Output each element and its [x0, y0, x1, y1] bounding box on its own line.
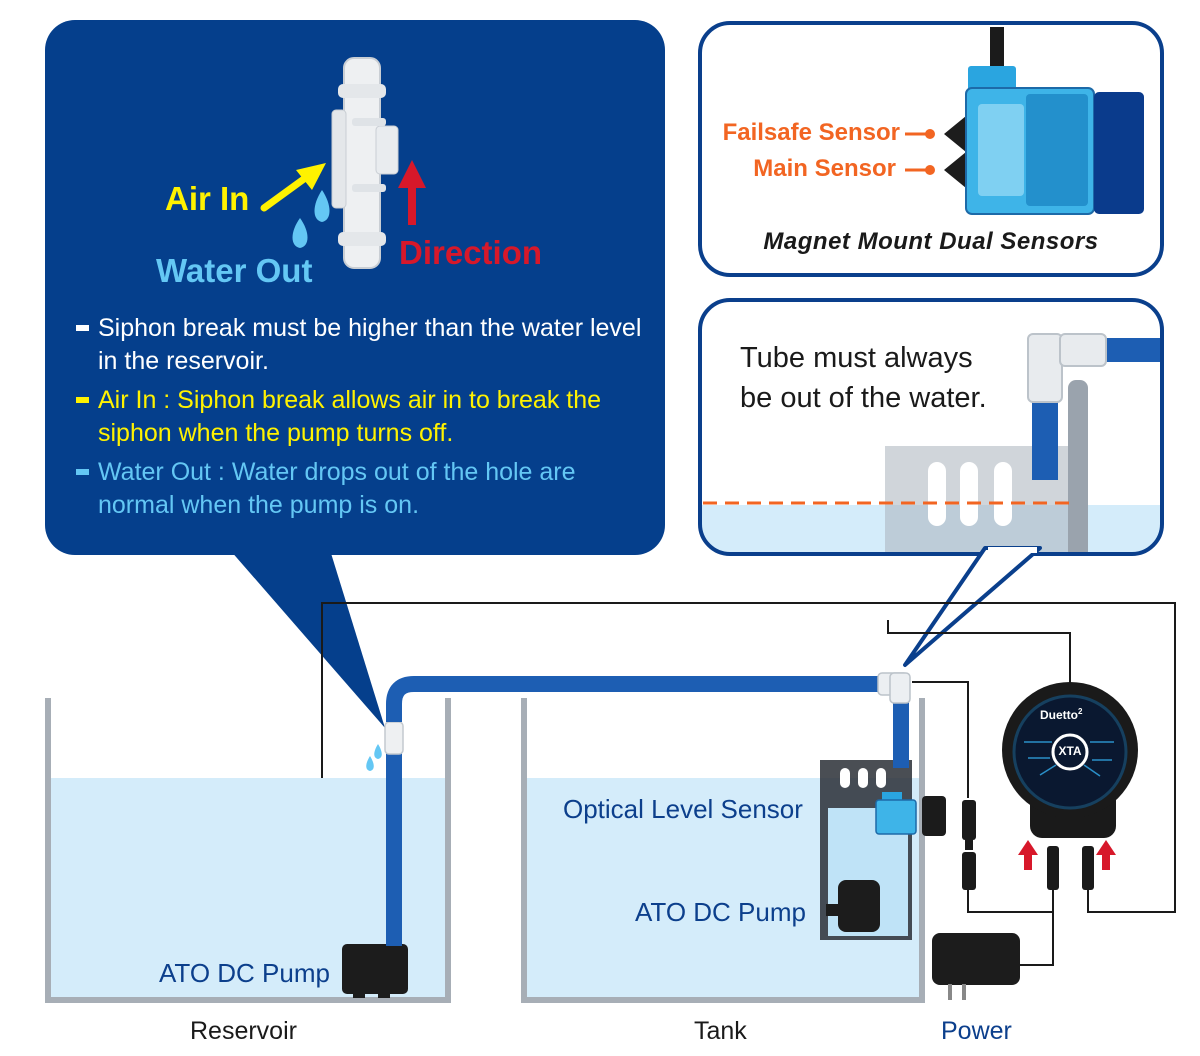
tank-pump-label: ATO DC Pump: [635, 897, 806, 927]
controller-brand-name: Duetto: [1040, 708, 1078, 722]
reservoir-label: Reservoir: [190, 1017, 297, 1045]
tank-outlet-tube: [877, 672, 911, 768]
tube-detail-box: [698, 298, 1164, 667]
main-tube: [386, 676, 880, 722]
air-in-label: Air In: [165, 180, 250, 217]
siphon-break-fitting: [366, 721, 404, 771]
water-drop-icon: [292, 190, 330, 248]
optical-sensor-label: Optical Level Sensor: [563, 794, 803, 824]
sensor-detail-box: [698, 21, 1164, 277]
note-water-out: Water Out : Water drops out of the hole …: [72, 456, 652, 522]
connect-arrow-icon: [1018, 840, 1116, 870]
air-in-arrow: [260, 163, 326, 212]
tank-pump: [826, 880, 880, 932]
dc-connectors: [962, 800, 1094, 890]
duetto-controller: [1002, 682, 1138, 838]
water-out-label: Water Out: [156, 252, 313, 289]
controller-brand-superscript: 2: [1078, 707, 1083, 716]
siphon-callout: [45, 20, 665, 728]
reservoir-pump: [342, 750, 408, 998]
siphon-break-illustration: [331, 57, 399, 269]
siphon-notes: Siphon break must be higher than the wat…: [72, 312, 652, 528]
power-adapter: [932, 933, 1020, 1000]
tube-note-line-1: Tube must always: [740, 342, 973, 374]
tank-label: Tank: [694, 1017, 747, 1045]
tube-note-line-2: be out of the water.: [740, 382, 987, 414]
reservoir-pump-label: ATO DC Pump: [159, 958, 330, 988]
failsafe-sensor-label: Failsafe Sensor: [722, 119, 900, 146]
note-air-in: Air In : Siphon break allows air in to b…: [72, 384, 652, 450]
optical-level-sensor: [875, 792, 946, 836]
main-sensor-label: Main Sensor: [753, 155, 896, 182]
note-siphon-height: Siphon break must be higher than the wat…: [72, 312, 652, 378]
xta-logo: XTA: [1058, 744, 1082, 758]
direction-arrow: [398, 160, 426, 225]
tube-note: Tube must always be out of the water.: [740, 338, 987, 418]
sensor-caption: Magnet Mount Dual Sensors: [763, 228, 1099, 255]
controller-brand: Duetto2: [1040, 707, 1082, 722]
power-label: Power: [941, 1017, 1012, 1045]
direction-label: Direction: [399, 234, 543, 271]
